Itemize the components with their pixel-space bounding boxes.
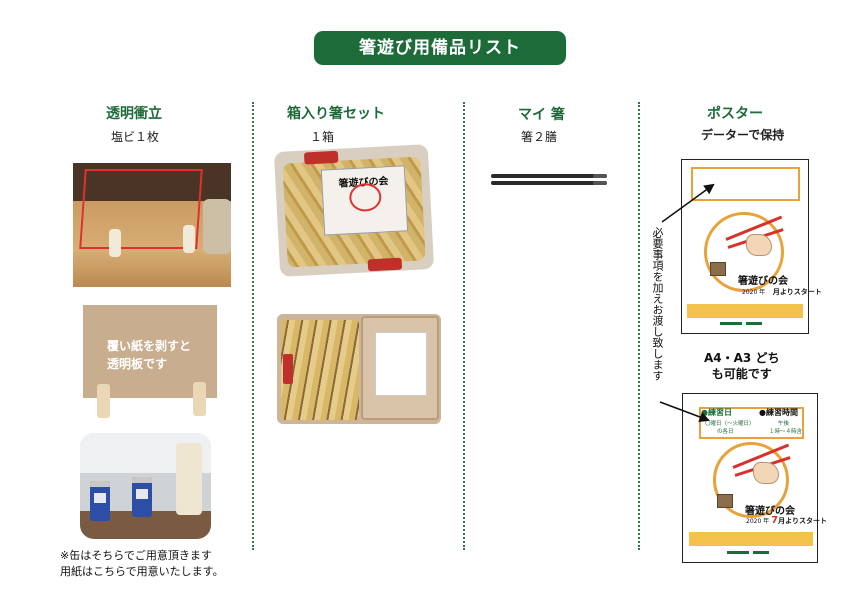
cans-note-line-2: 用紙はこちらで用意いたします。 — [60, 565, 224, 578]
column-divider — [463, 102, 465, 550]
poster-sample-2: ●練習日 ●練習時間 〇曜日（〜火曜日） の各日 午後 １時〜４時含 箸遊びの会… — [682, 393, 827, 563]
poster-2-band — [689, 532, 813, 546]
poster-size-note: A4・A3 どち も可能です — [704, 350, 779, 382]
poster-1-band — [687, 304, 803, 318]
column-heading-chopstick-set: 箱入り箸セット — [287, 106, 385, 122]
poster-2-time-line-2: １時〜４時含 — [769, 429, 803, 435]
board-caption: 覆い紙を剥すと 透明板です — [107, 337, 191, 373]
poster-2-time-line-1: 午後 — [778, 421, 790, 427]
column-sub-chopstick-set: １箱 — [310, 130, 335, 144]
page-title: 箸遊び用備品リスト — [314, 31, 566, 65]
poster-2-start: 月よりスタート — [778, 517, 827, 525]
poster-size-note-line-2: も可能です — [711, 367, 772, 381]
column-heading-poster: ポスター — [707, 106, 763, 122]
cans-and-tube-photo — [80, 433, 211, 539]
column-heading-partition: 透明衝立 — [106, 106, 162, 122]
poster-2-year: 2020 年 — [746, 518, 770, 525]
boxed-set-closed-photo: 箸遊びの会 — [273, 144, 435, 277]
poster-1-year: 2020 年 — [742, 289, 766, 296]
poster-2-day-line-2: の各日 — [717, 429, 734, 435]
box-label-card: 箸遊びの会 — [320, 165, 409, 236]
column-divider — [638, 102, 640, 550]
board-caption-line-1: 覆い紙を剥すと — [107, 339, 192, 353]
poster-2-month: 7 — [771, 515, 779, 526]
cans-note-line-1: ※缶はそちらでご用意頂きます — [60, 549, 212, 562]
poster-2-schedule-box — [699, 407, 804, 439]
board-stand-left — [97, 384, 110, 418]
board-stand-right — [193, 382, 206, 416]
poster-1-title: 箸遊びの会 — [738, 276, 788, 287]
column-sub-poster: データーで保持 — [701, 128, 785, 142]
column-heading-my-chopsticks: マイ 箸 — [518, 107, 565, 123]
poster-1-start: 月よりスタート — [772, 288, 822, 296]
board-caption-line-2: 透明板です — [107, 357, 168, 371]
poster-2-title: 箸遊びの会 — [745, 506, 795, 517]
poster-1-footer — [720, 322, 763, 327]
poster-2-date: 2020 年 7月よりスタート — [746, 515, 827, 526]
cans-note: ※缶はそちらでご用意頂きます 用紙はこちらで用意いたします。 — [60, 548, 224, 580]
poster-sample-1: 箸遊びの会 2020 年 月よりスタート — [681, 159, 822, 334]
column-sub-my-chopsticks: 箸２膳 — [521, 130, 558, 144]
poster-vertical-note: 必要事項を加えお渡し致します — [651, 227, 664, 381]
poster-blank-field — [691, 167, 800, 201]
poster-size-note-line-1: A4・A3 どち — [704, 351, 780, 365]
column-divider — [252, 102, 254, 550]
poster-2-time-label: ●練習時間 — [759, 408, 798, 417]
partition-on-table-photo — [73, 163, 231, 287]
poster-2-footer — [727, 551, 770, 556]
chopstick — [491, 174, 607, 178]
boxed-set-open-photo — [277, 314, 441, 424]
column-sub-partition: 塩ビ１枚 — [111, 130, 160, 144]
poster-2-day-label: ●練習日 — [701, 408, 732, 417]
poster-2-day-line-1: 〇曜日（〜火曜日） — [705, 421, 755, 427]
poster-1-date: 2020 年 月よりスタート — [742, 287, 822, 297]
chopstick — [491, 181, 607, 185]
